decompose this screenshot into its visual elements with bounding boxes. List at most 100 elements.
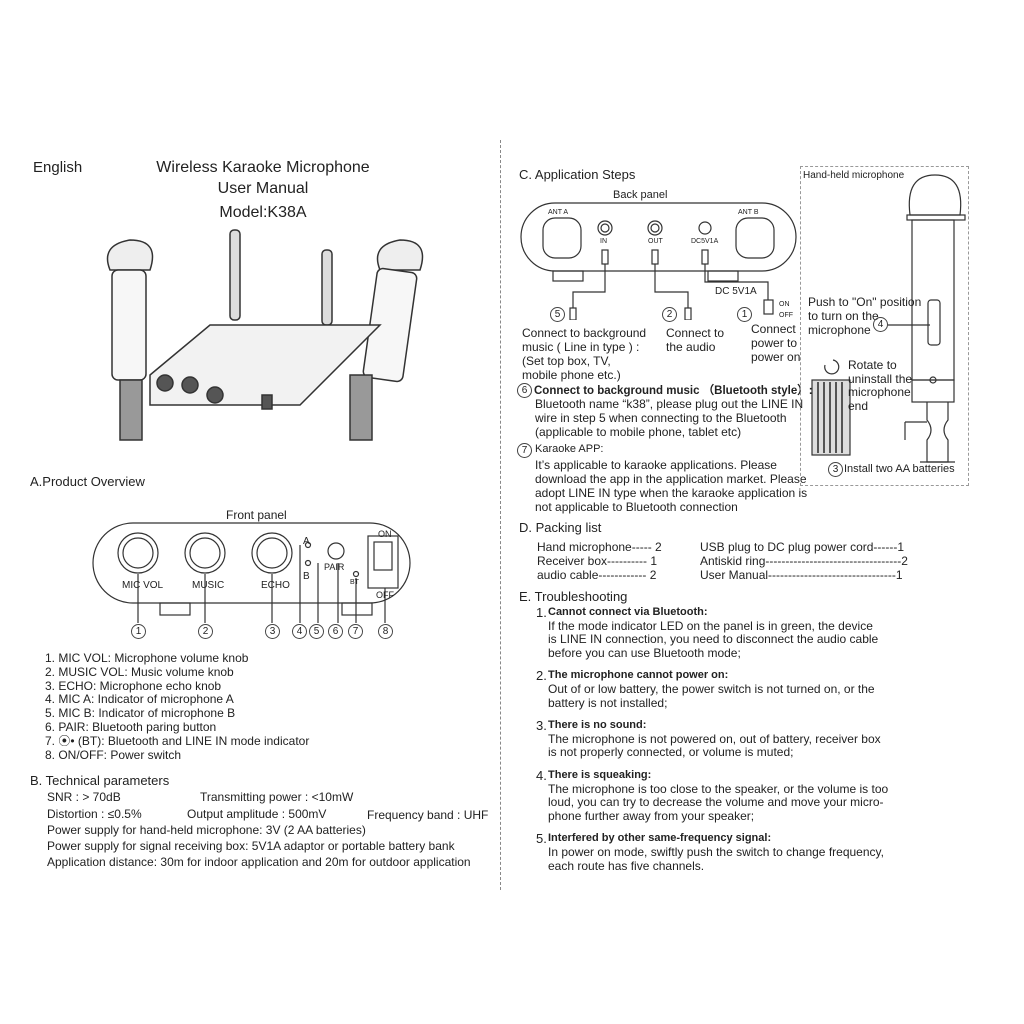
packing-item: Hand microphone----- 2 — [537, 540, 662, 554]
panel-label-pair: PAIR — [324, 562, 345, 572]
item-number: 2. — [536, 668, 547, 684]
item-qty: 1 — [895, 568, 903, 582]
item-title: There is squeaking: — [548, 768, 652, 781]
panel-label-music: MUSIC — [192, 580, 225, 591]
troubleshooting-item: 5.Interfered by other same-frequency sig… — [536, 832, 888, 873]
section-d-title: D. Packing list — [519, 520, 602, 535]
switch-off-label: OFF — [779, 312, 793, 319]
back-panel-label: Back panel — [613, 189, 668, 201]
panel-label-b: B — [303, 571, 310, 582]
step-2-number: 2 — [662, 307, 677, 322]
spec-output: Output amplitude : 500mV — [187, 807, 327, 821]
item-qty: 2 — [649, 568, 657, 582]
troubleshooting-item: 3.There is no sound:The microphone is no… — [536, 719, 888, 760]
text-line: Out of or low battery, the power switch … — [548, 681, 875, 696]
step-5-number: 5 — [550, 307, 565, 322]
battery-text: Install two AA batteries — [844, 463, 955, 475]
text-line: microphone — [808, 323, 871, 337]
spec-box-power: Power supply for signal receiving box: 5… — [47, 839, 455, 853]
text-line: not applicable to Bluetooth connection — [535, 500, 738, 514]
packing-item: Receiver box---------- 1 — [537, 554, 662, 568]
section-b-title: B. Technical parameters — [30, 773, 170, 788]
step-1-number: 1 — [737, 307, 752, 322]
panel-label-mic-vol: MIC VOL — [122, 580, 164, 591]
text-line: mobile phone etc.) — [522, 368, 621, 382]
text-line: microphone — [848, 385, 911, 399]
text-line: uninstall the — [848, 371, 913, 386]
text-line: adopt LINE IN type when the karaoke appl… — [535, 486, 808, 500]
text-line: (Set top box, TV, — [522, 354, 611, 368]
spec-tx-power: Transmitting power : <10mW — [200, 790, 354, 804]
title-line1: Wireless Karaoke Microphone — [156, 159, 370, 176]
spec-distance: Application distance: 30m for indoor app… — [47, 855, 471, 869]
dc-cable-label: DC 5V1A — [715, 286, 757, 297]
packing-list-right: USB plug to DC plug power cord------1 An… — [700, 540, 908, 582]
front-panel-diagram — [92, 522, 411, 623]
packing-item: USB plug to DC plug power cord------1 — [700, 540, 908, 554]
step-6-number: 6 — [517, 383, 532, 398]
callout-5: 5 — [309, 624, 324, 639]
text-line: is LINE IN connection, you need to disco… — [548, 632, 879, 647]
text-line: (applicable to mobile phone, tablet etc) — [535, 425, 742, 439]
text-line: download the app in the application mark… — [535, 472, 807, 486]
in-port-label: IN — [600, 238, 607, 245]
step-7-text: It’s applicable to karaoke applications.… — [535, 458, 807, 514]
text-line: battery is not installed; — [548, 695, 668, 710]
item-label: Receiver box---------- — [537, 554, 647, 568]
dc-port-label: DC5V1A — [691, 238, 719, 245]
packing-item: audio cable------------ 2 — [537, 568, 662, 582]
legend-item: 3. ECHO: Microphone echo knob — [45, 678, 222, 693]
section-e-title: E. Troubleshooting — [519, 589, 628, 604]
item-label: USB plug to DC plug power cord------ — [700, 540, 898, 554]
spec-band: Frequency band : UHF — [367, 808, 489, 822]
text-line: is not properly connected, or volume is … — [548, 745, 794, 760]
callout-8: 8 — [378, 624, 393, 639]
callout-2: 2 — [198, 624, 213, 639]
text-line: the audio — [666, 340, 716, 354]
text-line: Bluetooth name “k38”, please plug out th… — [535, 397, 804, 411]
item-title: Interfered by other same-frequency signa… — [548, 832, 772, 845]
handheld-title: Hand-held microphone — [803, 170, 905, 181]
legend-item: 7. ⦿• (BT): Bluetooth and LINE IN mode i… — [45, 733, 310, 748]
switch-on-label: ON — [779, 301, 790, 308]
panel-label-bt: BT — [350, 579, 359, 586]
packing-list-left: Hand microphone----- 2 Receiver box-----… — [537, 540, 662, 582]
callout-3: 3 — [265, 624, 280, 639]
text-line: In power on mode, swiftly push the switc… — [548, 844, 884, 859]
item-label: audio cable------------ — [537, 568, 647, 582]
item-title: There is no sound: — [548, 719, 647, 732]
text-line: to turn on the — [808, 309, 879, 323]
troubleshooting-item: 1.Cannot connect via Bluetooth:If the mo… — [536, 606, 888, 660]
title-line2: User Manual — [217, 180, 309, 197]
legend-item: 4. MIC A: Indicator of microphone A — [45, 692, 234, 707]
section-c-title: C. Application Steps — [519, 167, 636, 182]
text-line: each route has five channels. — [548, 858, 705, 873]
text-line: wire in step 5 when connecting to the Bl… — [535, 411, 787, 425]
text-line: Connect — [751, 322, 796, 336]
column-divider — [500, 140, 501, 890]
item-number: 4. — [536, 767, 547, 783]
callout-6: 6 — [328, 624, 343, 639]
section-a-title: A.Product Overview — [30, 474, 145, 489]
step-6-text: Bluetooth name “k38”, please plug out th… — [535, 397, 803, 439]
panel-label-on: ON — [378, 529, 392, 539]
back-panel-diagram — [520, 202, 797, 320]
step-3-number: 3 — [828, 462, 843, 477]
step-4-number: 4 — [873, 317, 888, 332]
front-panel-legend: 1. MIC VOL: Microphone volume knob 2. MU… — [45, 651, 310, 762]
ant-b-label: ANT B — [738, 209, 759, 216]
panel-label-a: A — [303, 536, 310, 547]
legend-item: 1. MIC VOL: Microphone volume knob — [45, 651, 249, 665]
text-line: The microphone is not powered on, out of… — [548, 731, 881, 746]
text-line: end — [848, 398, 869, 413]
troubleshooting-item: 4.There is squeaking:The microphone is t… — [536, 768, 889, 823]
text-line: phone further away from your speaker; — [548, 808, 755, 823]
troubleshooting-list: 1.Cannot connect via Bluetooth:If the mo… — [536, 606, 889, 882]
text-line: The microphone is too close to the speak… — [548, 781, 889, 796]
item-qty: 2 — [655, 540, 662, 554]
handheld-mic-panel — [800, 166, 969, 486]
